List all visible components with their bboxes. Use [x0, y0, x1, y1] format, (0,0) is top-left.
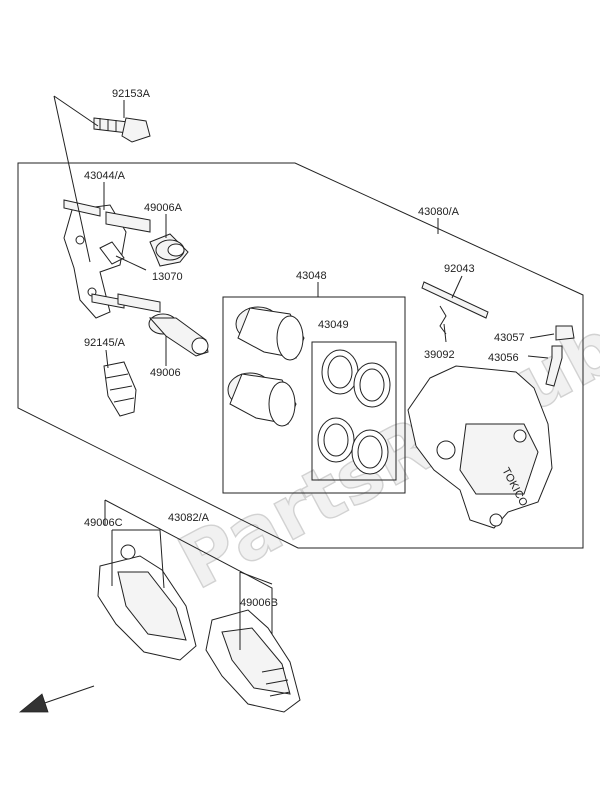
label-49006: 49006 [150, 367, 181, 379]
bracket-43044A [63, 199, 127, 319]
leader-43056 [527, 355, 549, 359]
arrow-down-left-icon [18, 685, 95, 713]
leader-43057 [529, 333, 555, 339]
label-92153A: 92153A [112, 88, 151, 100]
seal-inner-box [311, 341, 397, 481]
label-43056: 43056 [488, 352, 519, 364]
label-43048: 43048 [296, 270, 327, 282]
piston-seal-box [222, 296, 406, 494]
bolt-92153A [93, 117, 151, 143]
leader-13070 [115, 255, 147, 271]
leader-92145A [105, 349, 109, 369]
assembly-frame [17, 162, 584, 549]
leader-39092 [443, 323, 447, 343]
pad-front [97, 544, 197, 661]
seals-43049 [317, 349, 391, 475]
label-92145A: 92145/A [84, 337, 126, 349]
label-43080A: 43080/A [418, 206, 460, 218]
slide-pin-upper [105, 211, 151, 233]
pad-set-frame [104, 499, 273, 650]
label-43044A: 43044/A [84, 170, 126, 182]
label-39092: 39092 [424, 349, 455, 361]
label-43049: 43049 [318, 319, 349, 331]
sleeve-49006 [148, 313, 209, 357]
label-49006C: 49006C [84, 517, 123, 529]
leader-bolt-fan [53, 95, 99, 263]
leader-49006C-b [112, 529, 165, 589]
label-13070: 13070 [152, 271, 183, 283]
piston-43048-lower [227, 372, 297, 427]
piston-43048-upper [235, 306, 305, 361]
caliper-body-43080A: TOKICO [407, 365, 553, 529]
label-43082A: 43082/A [168, 512, 210, 524]
spring-plate-92145A [103, 361, 137, 417]
leader-92043 [451, 275, 463, 299]
clip-13070 [99, 241, 125, 265]
bleeder-43056 [545, 345, 563, 387]
boot-49006A [149, 233, 189, 267]
clip-39092 [439, 305, 447, 335]
label-92043: 92043 [444, 263, 475, 275]
label-49006A: 49006A [144, 202, 183, 214]
label-49006B: 49006B [240, 597, 278, 609]
leader-49006B [239, 571, 273, 650]
pad-rear [205, 609, 301, 713]
slide-pin-lower [117, 293, 161, 313]
spring-plate-detail [105, 373, 135, 403]
pin-92043 [421, 281, 489, 319]
label-43057: 43057 [494, 332, 525, 344]
cap-43057 [555, 325, 575, 341]
